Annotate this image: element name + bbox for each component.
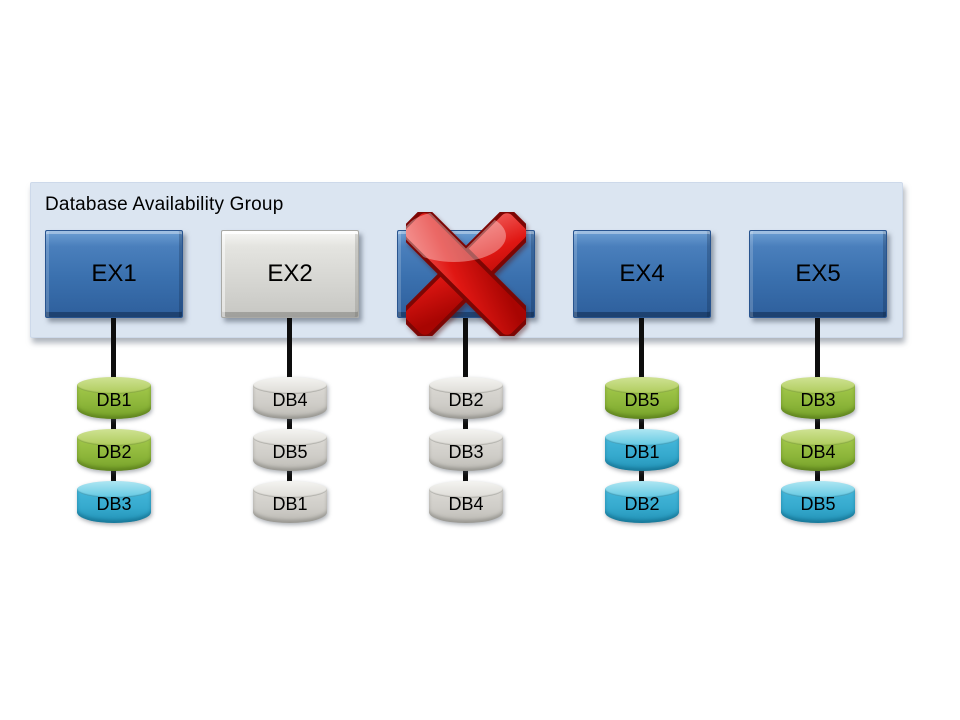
database-cylinder: DB5 bbox=[253, 429, 327, 471]
database-label: DB1 bbox=[272, 494, 308, 514]
database-label: DB1 bbox=[624, 442, 660, 462]
server-label: EX2 bbox=[267, 260, 313, 287]
server-ex1: EX1 bbox=[45, 230, 183, 318]
database-cylinder: DB3 bbox=[781, 377, 855, 419]
database-cylinder: DB1 bbox=[605, 429, 679, 471]
server-ex2: EX2 bbox=[221, 230, 359, 318]
server-ex4: EX4 bbox=[573, 230, 711, 318]
database-cylinder: DB5 bbox=[781, 481, 855, 523]
database-label: DB4 bbox=[272, 390, 308, 410]
database-label: DB1 bbox=[96, 390, 132, 410]
database-label: DB2 bbox=[624, 494, 660, 514]
server-label: EX1 bbox=[91, 260, 137, 287]
server-label: EX5 bbox=[795, 260, 841, 287]
server-ex5: EX5 bbox=[749, 230, 887, 318]
database-cylinder: DB1 bbox=[253, 481, 327, 523]
database-cylinder: DB3 bbox=[77, 481, 151, 523]
database-cylinder: DB2 bbox=[605, 481, 679, 523]
database-label: DB2 bbox=[96, 442, 132, 462]
database-cylinder: DB2 bbox=[77, 429, 151, 471]
database-label: DB3 bbox=[448, 442, 484, 462]
database-label: DB2 bbox=[448, 390, 484, 410]
server-failed bbox=[397, 212, 535, 336]
server-label: EX4 bbox=[619, 260, 665, 287]
database-cylinder: DB5 bbox=[605, 377, 679, 419]
server-column-ex5: EX5 DB3 DB4 DB5 bbox=[749, 230, 887, 526]
dag-title: Database Availability Group bbox=[45, 194, 284, 215]
database-cylinder: DB4 bbox=[781, 429, 855, 471]
red-x-icon bbox=[406, 212, 526, 336]
server-column-ex2: EX2 DB4 DB5 DB1 bbox=[221, 230, 359, 526]
database-cylinder: DB2 bbox=[429, 377, 503, 419]
database-label: DB4 bbox=[800, 442, 836, 462]
database-cylinder: DB3 bbox=[429, 429, 503, 471]
database-cylinder: DB4 bbox=[253, 377, 327, 419]
database-label: DB5 bbox=[624, 390, 660, 410]
database-cylinder: DB4 bbox=[429, 481, 503, 523]
server-column-failed: DB2 DB3 DB4 bbox=[397, 212, 535, 526]
database-label: DB5 bbox=[800, 494, 836, 514]
database-cylinder: DB1 bbox=[77, 377, 151, 419]
server-column-ex4: EX4 DB5 DB1 DB2 bbox=[573, 230, 711, 526]
database-label: DB3 bbox=[96, 494, 132, 514]
database-label: DB4 bbox=[448, 494, 484, 514]
database-label: DB3 bbox=[800, 390, 836, 410]
server-column-ex1: EX1 DB1 DB2 DB3 bbox=[45, 230, 183, 526]
database-label: DB5 bbox=[272, 442, 308, 462]
